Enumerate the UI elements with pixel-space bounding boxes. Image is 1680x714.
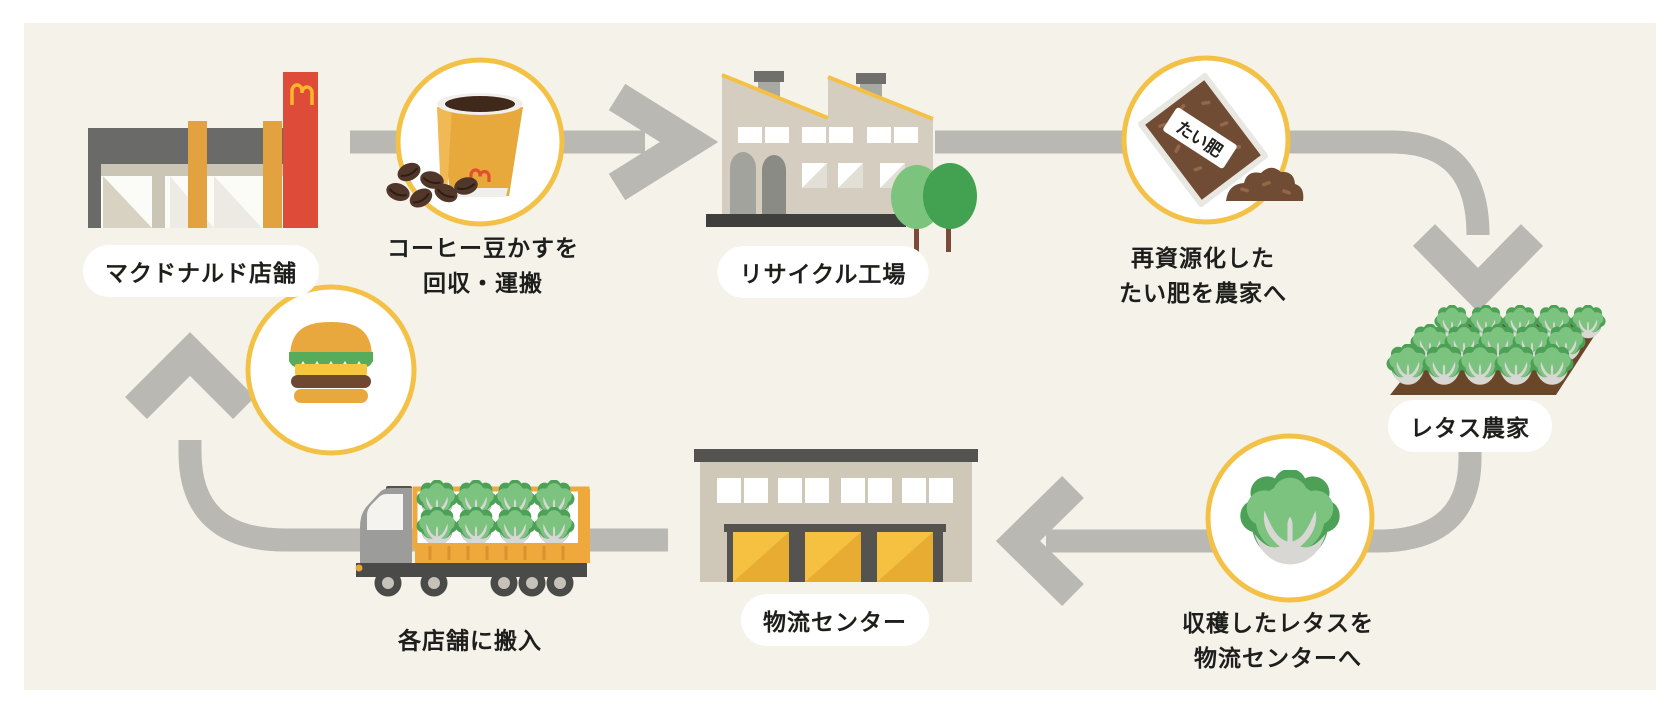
truck-wheels bbox=[374, 569, 574, 597]
delivery-truck-icon bbox=[355, 480, 590, 597]
arrow-factory-to-farm bbox=[935, 130, 1544, 313]
tree-icon bbox=[923, 163, 977, 229]
mcdonalds-store-icon bbox=[88, 72, 318, 228]
golden-arches-icon bbox=[290, 83, 314, 105]
hamburger-icon bbox=[289, 322, 373, 403]
loading-doors bbox=[733, 532, 933, 582]
logistics-center-icon bbox=[694, 449, 978, 582]
arrow-truck-to-store bbox=[125, 332, 668, 552]
lettuce-field-icon bbox=[1386, 305, 1606, 395]
coffee-cup-icon bbox=[437, 93, 523, 197]
compost-bag-icon: たい肥 bbox=[1137, 72, 1304, 208]
truck-window bbox=[367, 494, 403, 530]
compost-pile-icon bbox=[1226, 167, 1304, 201]
truck-headlight bbox=[355, 564, 363, 572]
coffee-beans-icon bbox=[386, 162, 478, 208]
tree-trunk bbox=[946, 222, 951, 252]
arrow-farm-to-logistics bbox=[995, 441, 1482, 607]
tree-trunk bbox=[914, 222, 919, 252]
recycling-factory-icon bbox=[706, 71, 977, 252]
